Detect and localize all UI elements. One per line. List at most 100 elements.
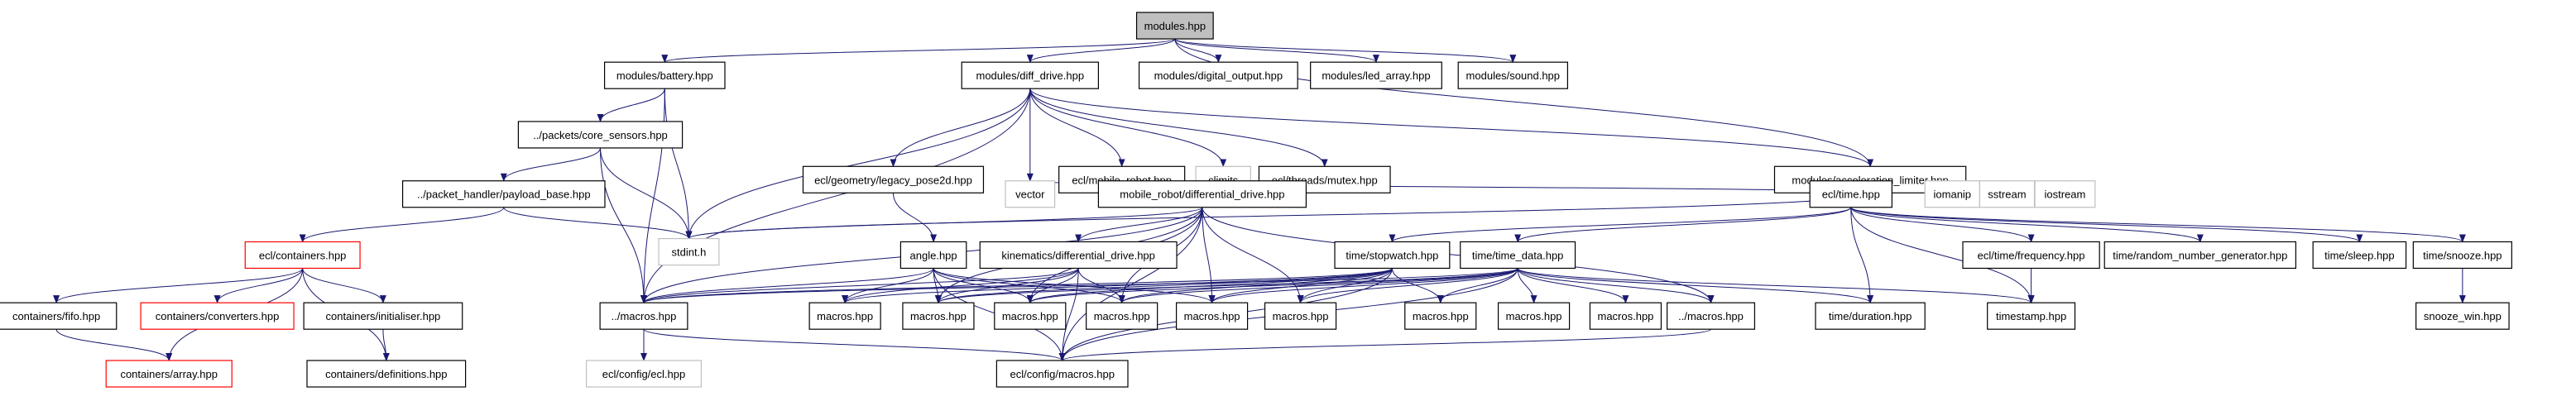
node-box[interactable] [899,241,967,270]
graph-node-iostream[interactable]: iostream [2034,180,2096,208]
node-box[interactable] [1809,180,1892,208]
graph-node-macros3[interactable]: macros.hpp [994,302,1067,330]
graph-node-legacy-pose2d[interactable]: ecl/geometry/legacy_pose2d.hpp [802,165,985,193]
edge-modules-to-sound [1174,38,1517,64]
node-box[interactable] [979,241,1178,270]
graph-node-macros6[interactable]: macros.hpp [1264,302,1337,330]
graph-node-sstream[interactable]: sstream [1979,180,2036,208]
graph-node-battery[interactable]: modules/battery.hpp [603,61,726,89]
graph-node-core-sensors[interactable]: ../packets/core_sensors.hpp [517,121,684,149]
node-box[interactable] [303,302,463,330]
node-box[interactable] [1924,180,1980,208]
graph-node-snooze[interactable]: time/snooze.hpp [2412,241,2512,270]
node-box[interactable] [1667,302,1756,330]
node-box[interactable] [1264,302,1337,330]
graph-node-fifo[interactable]: containers/fifo.hpp [0,302,118,330]
edge-time-data-to-dotmacros [640,268,1518,304]
node-box[interactable] [1138,61,1298,89]
graph-node-iomanip[interactable]: iomanip [1924,180,1980,208]
node-box[interactable] [1404,302,1477,330]
graph-node-converters[interactable]: containers/converters.hpp [140,302,295,330]
graph-node-dotmacros[interactable]: ../macros.hpp [599,302,688,330]
node-box[interactable] [2415,302,2510,330]
graph-node-macros9[interactable]: macros.hpp [1589,302,1662,330]
node-box[interactable] [2412,241,2512,270]
graph-node-initialiser[interactable]: containers/initialiser.hpp [303,302,463,330]
node-box[interactable] [1175,302,1249,330]
node-box[interactable] [995,360,1129,388]
graph-node-stdint[interactable]: stdint.h [658,237,720,266]
node-box[interactable] [1135,12,1214,40]
edge-differential-drive-to-dotmacros2 [1202,207,1715,304]
graph-node-macros1[interactable]: macros.hpp [808,302,881,330]
graph-node-modules[interactable]: modules.hpp [1135,12,1214,40]
node-box[interactable] [1005,180,1056,208]
graph-node-macros2[interactable]: macros.hpp [902,302,975,330]
graph-node-angle[interactable]: angle.hpp [899,241,967,270]
node-box[interactable] [902,302,975,330]
graph-node-ecl-time[interactable]: ecl/time.hpp [1809,180,1892,208]
node-box[interactable] [1497,302,1571,330]
graph-node-stopwatch[interactable]: time/stopwatch.hpp [1334,241,1451,270]
node-box[interactable] [140,302,295,330]
node-box[interactable] [0,302,118,330]
graph-node-frequency[interactable]: ecl/time/frequency.hpp [1962,241,2100,270]
graph-node-rng[interactable]: time/random_number_generator.hpp [2103,241,2297,270]
node-box[interactable] [2312,241,2407,270]
graph-node-diff-drive[interactable]: modules/diff_drive.hpp [961,61,1099,89]
node-box[interactable] [802,165,985,193]
node-box[interactable] [1815,302,1926,330]
node-box[interactable] [2034,180,2096,208]
graph-node-macros7[interactable]: macros.hpp [1404,302,1477,330]
node-box[interactable] [994,302,1067,330]
graph-node-kinematics[interactable]: kinematics/differential_drive.hpp [979,241,1178,270]
graph-node-sound[interactable]: modules/sound.hpp [1457,61,1568,89]
graph-node-snooze-win[interactable]: snooze_win.hpp [2415,302,2510,330]
node-box[interactable] [517,121,684,149]
graph-node-payload-base[interactable]: ../packet_handler/payload_base.hpp [401,180,606,208]
node-label: modules.hpp [1144,20,1206,32]
graph-node-led-array[interactable]: modules/led_array.hpp [1310,61,1442,89]
graph-node-duration[interactable]: time/duration.hpp [1815,302,1926,330]
node-box[interactable] [1589,302,1662,330]
edge-angle-to-macros1 [842,268,934,304]
node-box[interactable] [599,302,688,330]
graph-node-timestamp[interactable]: timestamp.hpp [1987,302,2076,330]
node-box[interactable] [1310,61,1442,89]
node-box[interactable] [1086,302,1158,330]
node-box[interactable] [961,61,1099,89]
node-box[interactable] [401,180,606,208]
graph-node-config-macros[interactable]: ecl/config/macros.hpp [995,360,1129,388]
graph-node-dotmacros2[interactable]: ../macros.hpp [1667,302,1756,330]
node-box[interactable] [603,61,726,89]
graph-node-vector[interactable]: vector [1005,180,1056,208]
node-box[interactable] [1962,241,2100,270]
graph-node-time-data[interactable]: time/time_data.hpp [1460,241,1576,270]
node-box[interactable] [808,302,881,330]
node-label: ../packet_handler/payload_base.hpp [417,189,591,201]
graph-node-ecl-containers[interactable]: ecl/containers.hpp [244,241,361,270]
node-box[interactable] [1097,180,1307,208]
node-box[interactable] [1460,241,1576,270]
node-box[interactable] [1987,302,2076,330]
node-box[interactable] [2103,241,2297,270]
graph-node-macros5[interactable]: macros.hpp [1175,302,1249,330]
graph-node-config-ecl[interactable]: ecl/config/ecl.hpp [585,360,702,388]
graph-node-digital-output[interactable]: modules/digital_output.hpp [1138,61,1298,89]
graph-node-macros4[interactable]: macros.hpp [1086,302,1158,330]
node-box[interactable] [1457,61,1568,89]
node-box[interactable] [1979,180,2036,208]
node-box[interactable] [658,237,720,266]
node-box[interactable] [105,360,233,388]
graph-node-definitions[interactable]: containers/definitions.hpp [306,360,467,388]
graph-node-differential-drive[interactable]: mobile_robot/differential_drive.hpp [1097,180,1307,208]
edge-battery-to-core-sensors [597,88,665,122]
node-box[interactable] [244,241,361,270]
graph-node-macros8[interactable]: macros.hpp [1497,302,1571,330]
node-box[interactable] [306,360,467,388]
graph-node-sleep[interactable]: time/sleep.hpp [2312,241,2407,270]
node-box[interactable] [1334,241,1451,270]
node-label: containers/converters.hpp [156,310,280,322]
node-box[interactable] [585,360,702,388]
graph-node-array[interactable]: containers/array.hpp [105,360,233,388]
